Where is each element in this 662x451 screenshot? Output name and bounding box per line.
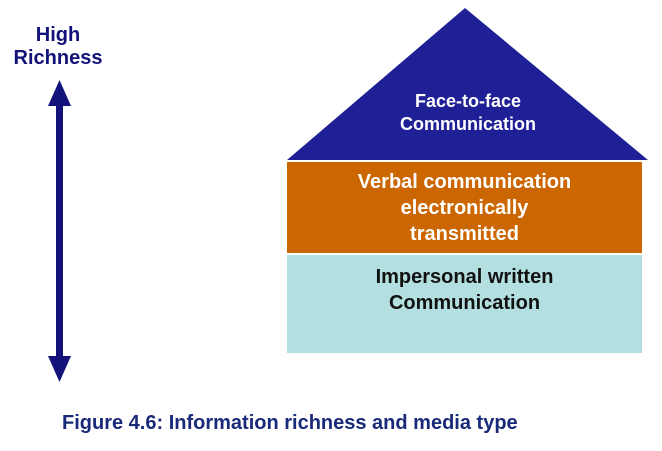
middle-layer-line3: transmitted	[410, 222, 519, 245]
bottom-layer-line2: Communication	[388, 292, 541, 314]
top-layer-line1: Face-to-face	[414, 91, 522, 111]
figure-caption: Figure 4.6: Information richness and med…	[62, 412, 518, 434]
arrow-head-up-icon	[48, 80, 71, 106]
middle-layer-line1: Verbal communication	[357, 170, 572, 193]
middle-layer-line2: electronically	[400, 196, 529, 219]
arrow-shaft	[56, 98, 63, 366]
top-layer-line2: Communication	[399, 114, 536, 134]
verbal-electronic-layer: Verbal communication electronically tran…	[287, 162, 642, 253]
richness-double-arrow	[48, 80, 71, 382]
face-to-face-label: Face-to-face Communication	[330, 90, 606, 136]
pyramid-roof	[287, 8, 648, 160]
bottom-layer-line1: Impersonal written	[375, 266, 554, 288]
arrow-head-down-icon	[48, 356, 71, 382]
richness-axis-label: High Richness	[6, 24, 110, 70]
richness-label-line2: Richness	[13, 47, 103, 69]
impersonal-written-layer: Impersonal written Communication	[287, 255, 642, 353]
richness-label-line1: High	[35, 24, 81, 46]
roof-triangle	[287, 8, 648, 160]
